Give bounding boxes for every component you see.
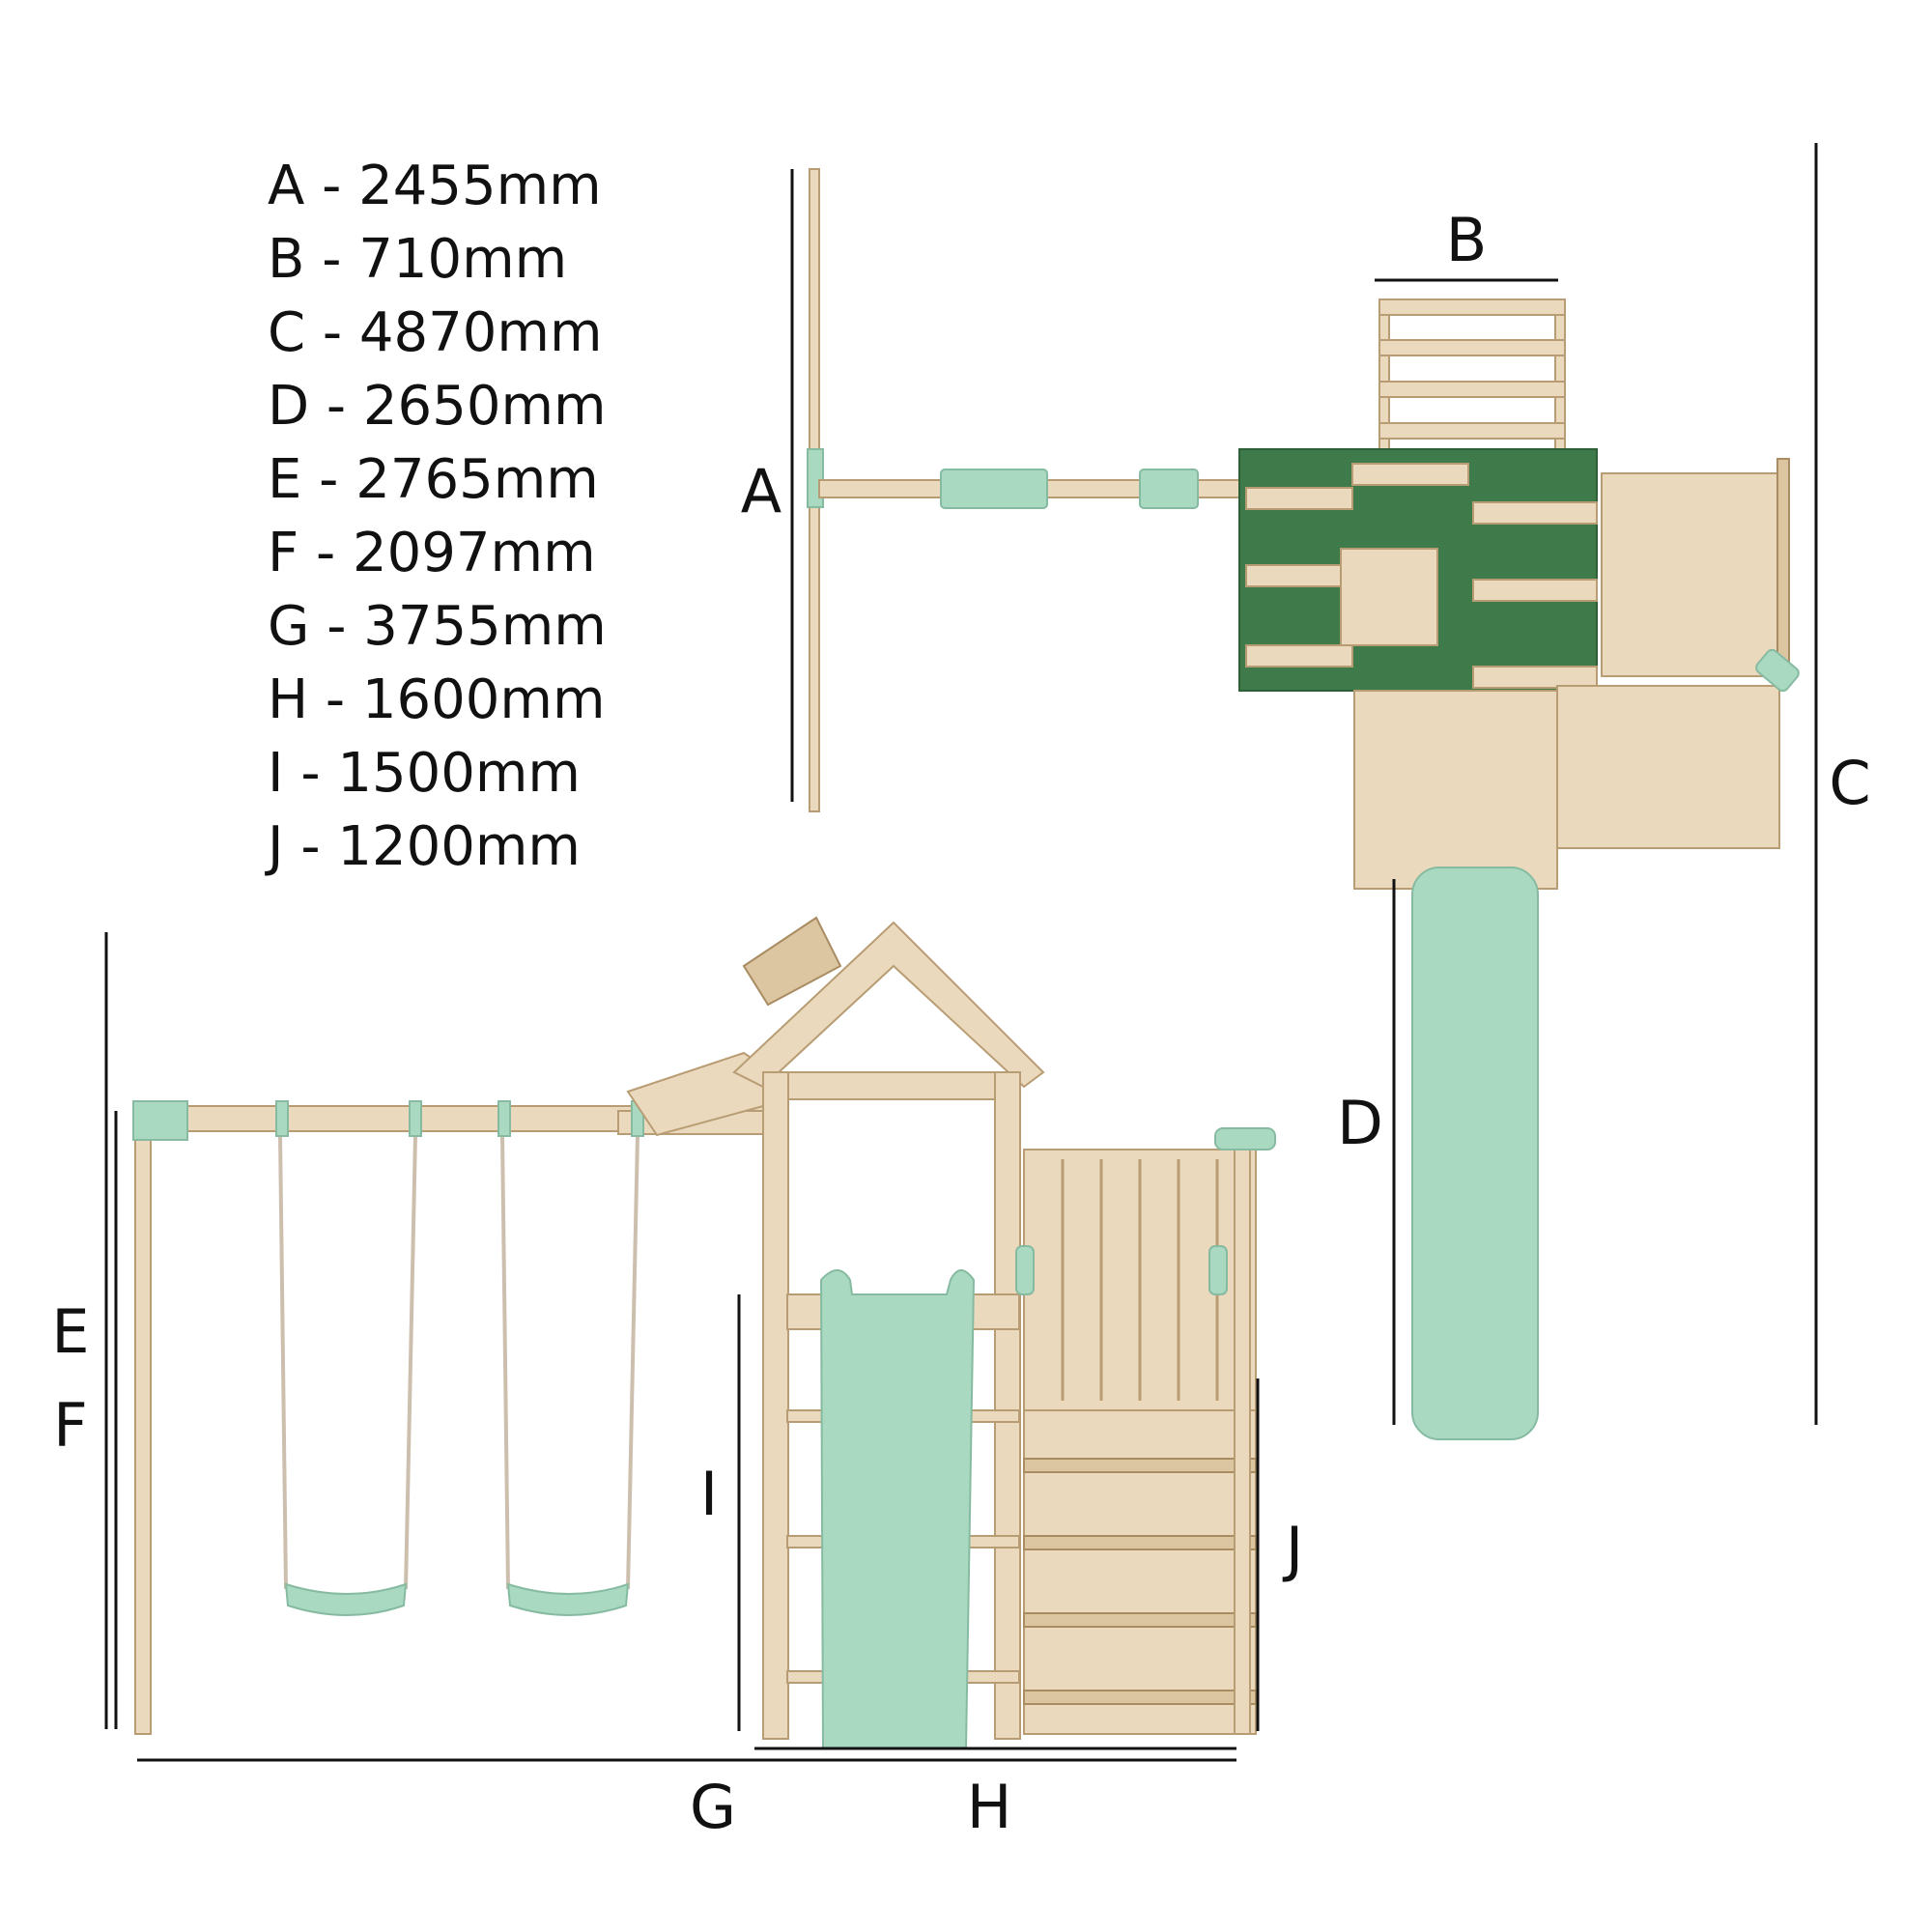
side-view (132, 916, 1276, 1749)
swing-seat-2 (506, 1582, 630, 1616)
dimension-letters: A B C D E F G H I J (51, 205, 1870, 1842)
side-tower-gable (762, 1071, 1017, 1100)
legend-item-c: C - 4870mm (268, 301, 603, 364)
side-handle-left (1015, 1245, 1035, 1295)
legend-item-h: H - 1600mm (268, 668, 606, 731)
dim-label-i: I (700, 1459, 718, 1529)
top-telescope-icon (1755, 648, 1800, 693)
legend-item-e: E - 2765mm (268, 448, 599, 511)
side-telescope-icon (1214, 1127, 1276, 1151)
dim-label-e: E (51, 1296, 89, 1367)
swing-seat-1 (284, 1582, 408, 1616)
side-roof-cabin (742, 916, 842, 1007)
legend-item-a: A - 2455mm (268, 155, 602, 217)
top-slide (1411, 867, 1539, 1440)
top-view (807, 168, 1800, 1440)
top-balcony (1556, 685, 1780, 849)
side-tower-post-left (762, 1071, 789, 1740)
dim-label-h: H (967, 1772, 1012, 1842)
dimension-lines (104, 143, 1818, 1762)
side-balcony-post (1234, 1149, 1251, 1735)
side-tower-post-right (994, 1071, 1021, 1740)
top-ladder (1378, 298, 1566, 455)
dim-label-j: J (1282, 1514, 1303, 1584)
swing-1 (275, 1100, 422, 1616)
side-slide (819, 1269, 976, 1749)
legend-item-i: I - 1500mm (268, 742, 581, 805)
side-beam-bracket (132, 1100, 188, 1141)
dim-label-g: G (690, 1772, 736, 1842)
dim-label-f: F (53, 1390, 88, 1461)
dimension-legend: A - 2455mm B - 710mm C - 4870mm D - 2650… (268, 150, 607, 884)
legend-item-g: G - 3755mm (268, 595, 607, 658)
legend-item-f: F - 2097mm (268, 522, 596, 584)
dim-label-b: B (1446, 205, 1488, 275)
legend-item-b: B - 710mm (268, 228, 568, 291)
legend-item-d: D - 2650mm (268, 375, 607, 438)
top-roof-batten (1245, 487, 1353, 510)
top-roof-chimney (1340, 548, 1438, 646)
dim-label-c: C (1829, 748, 1870, 818)
top-side-deck (1601, 472, 1786, 677)
dim-label-a: A (741, 456, 781, 526)
top-swing-seat-1 (940, 469, 1048, 509)
top-platform-floor (1353, 690, 1558, 890)
side-swing-post (134, 1105, 152, 1735)
dim-label-d: D (1337, 1088, 1383, 1158)
legend-item-j: J - 1200mm (268, 815, 581, 878)
side-handle-right (1208, 1245, 1228, 1295)
top-swing-seat-2 (1139, 469, 1199, 509)
swing-2 (497, 1100, 644, 1616)
